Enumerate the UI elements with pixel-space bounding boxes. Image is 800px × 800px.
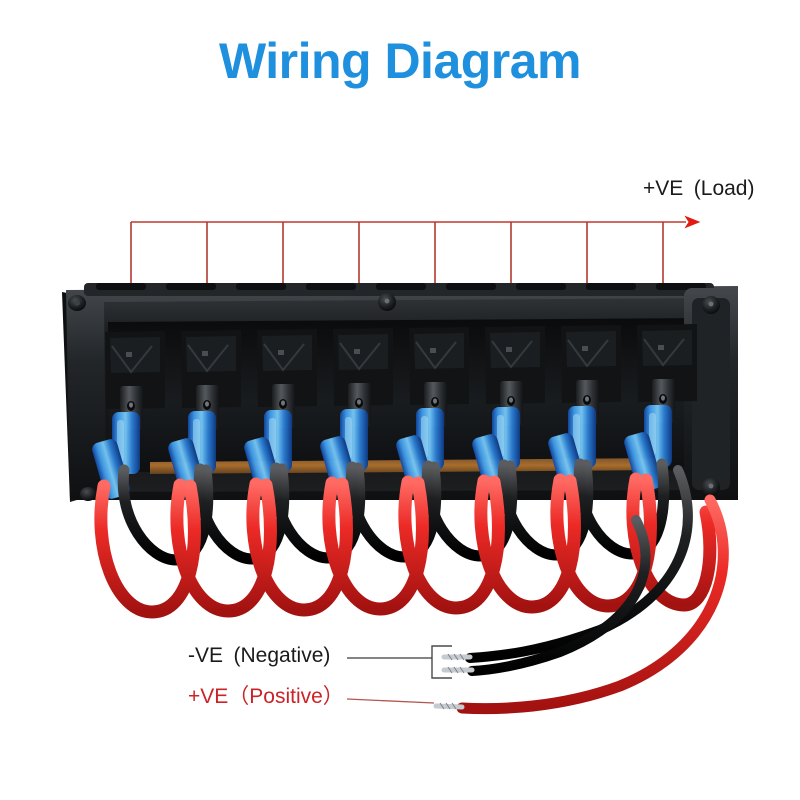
negative-wire-bracket bbox=[431, 645, 452, 679]
tinned-end-red bbox=[433, 703, 465, 710]
red-output-wire bbox=[456, 494, 729, 715]
black-output-wires bbox=[465, 465, 693, 676]
positive-leader-line bbox=[346, 698, 435, 704]
spade-connector bbox=[624, 432, 662, 492]
red-loop-3 bbox=[246, 477, 353, 617]
panel-top-ribs bbox=[84, 283, 714, 296]
red-loop-2 bbox=[170, 478, 277, 618]
load-label: +VE (Load) bbox=[643, 177, 755, 200]
negative-label: -VE (Negative) bbox=[188, 644, 331, 667]
red-loop-6 bbox=[474, 474, 581, 614]
panel-right-bezel-inset bbox=[692, 298, 730, 490]
positive-label: +VE（Positive） bbox=[188, 685, 344, 708]
red-connector-pigtails bbox=[125, 442, 669, 506]
red-loop-4 bbox=[322, 476, 429, 616]
switch-housing bbox=[333, 328, 393, 406]
red-positive-wire-loops bbox=[94, 472, 717, 619]
red-loop-1 bbox=[94, 479, 201, 619]
page-title: Wiring Diagram bbox=[218, 33, 582, 89]
screw-bottom-left bbox=[80, 487, 96, 501]
red-loop-7 bbox=[550, 473, 657, 613]
red-output-wire-1 bbox=[456, 494, 729, 715]
red-loop-5 bbox=[398, 475, 505, 615]
red-loop-8 bbox=[626, 472, 717, 612]
black-output-wire-2 bbox=[467, 515, 651, 676]
panel-screws bbox=[68, 293, 720, 501]
stripped-wire-ends bbox=[433, 653, 475, 710]
